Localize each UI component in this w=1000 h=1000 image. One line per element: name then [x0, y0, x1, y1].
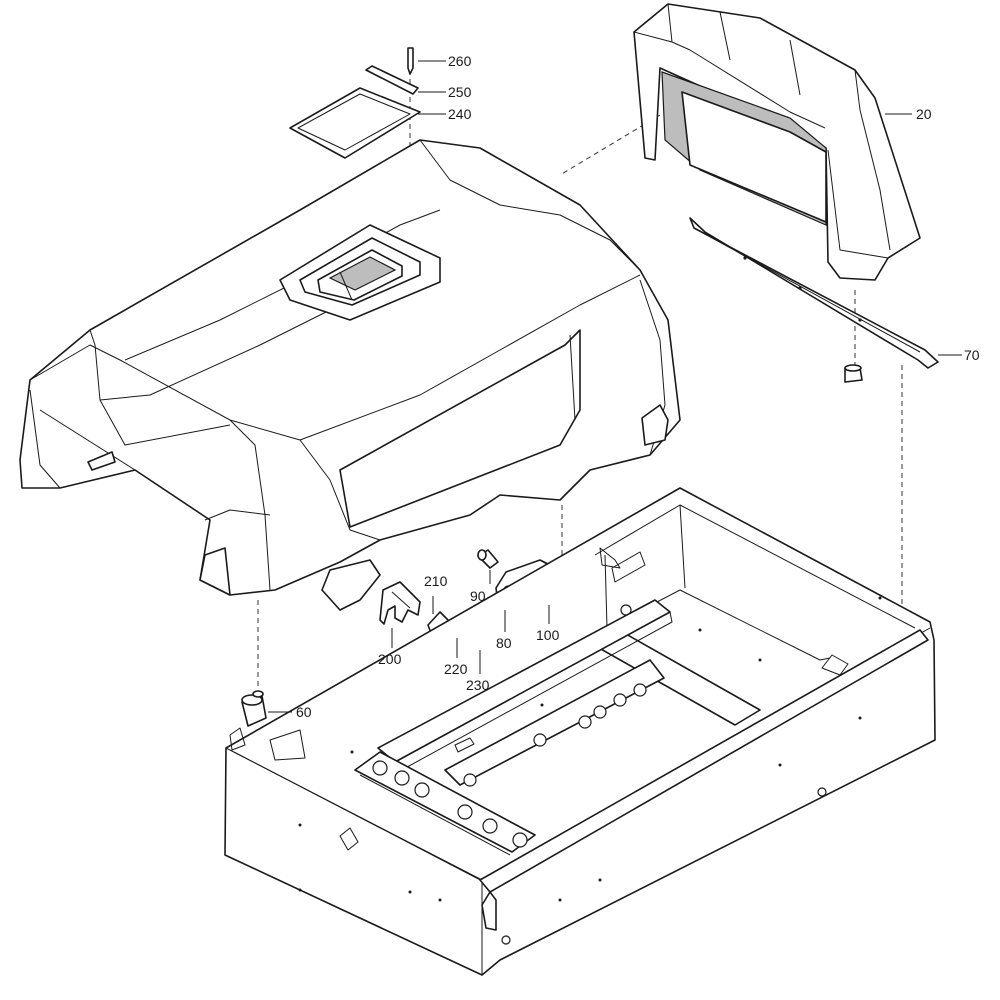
rear-panel-part-20: [633, 3, 921, 281]
callout-80: 80: [496, 635, 512, 651]
callout-200: 200: [378, 651, 402, 667]
top-hatch-opening: [279, 224, 441, 321]
bracket-bar-part-70: [689, 217, 939, 383]
strip-part-250: [365, 65, 419, 95]
callout-210: 210: [424, 573, 448, 589]
callout-230: 230: [466, 677, 490, 693]
base-frame: [224, 487, 936, 976]
callout-70: 70: [964, 347, 980, 363]
screw-part-90: [477, 549, 499, 569]
callout-60: 60: [296, 704, 312, 720]
callout-240: 240: [448, 106, 472, 122]
foot-part-60: [241, 690, 267, 727]
callout-90: 90: [470, 588, 486, 604]
main-hood-cover: [19, 139, 681, 611]
callout-20: 20: [916, 106, 932, 122]
callout-220: 220: [444, 661, 468, 677]
callout-leaders: [268, 60, 962, 713]
lid-plate-part-240: [289, 87, 421, 159]
callout-100: 100: [536, 627, 560, 643]
pin-part-260: [407, 47, 414, 75]
callout-250: 250: [448, 84, 472, 100]
callout-labels: 260 250 240 20 70 210 90 200 80 100 220 …: [296, 53, 980, 720]
callout-260: 260: [448, 53, 472, 69]
latch-bracket-part-200: [379, 581, 421, 625]
